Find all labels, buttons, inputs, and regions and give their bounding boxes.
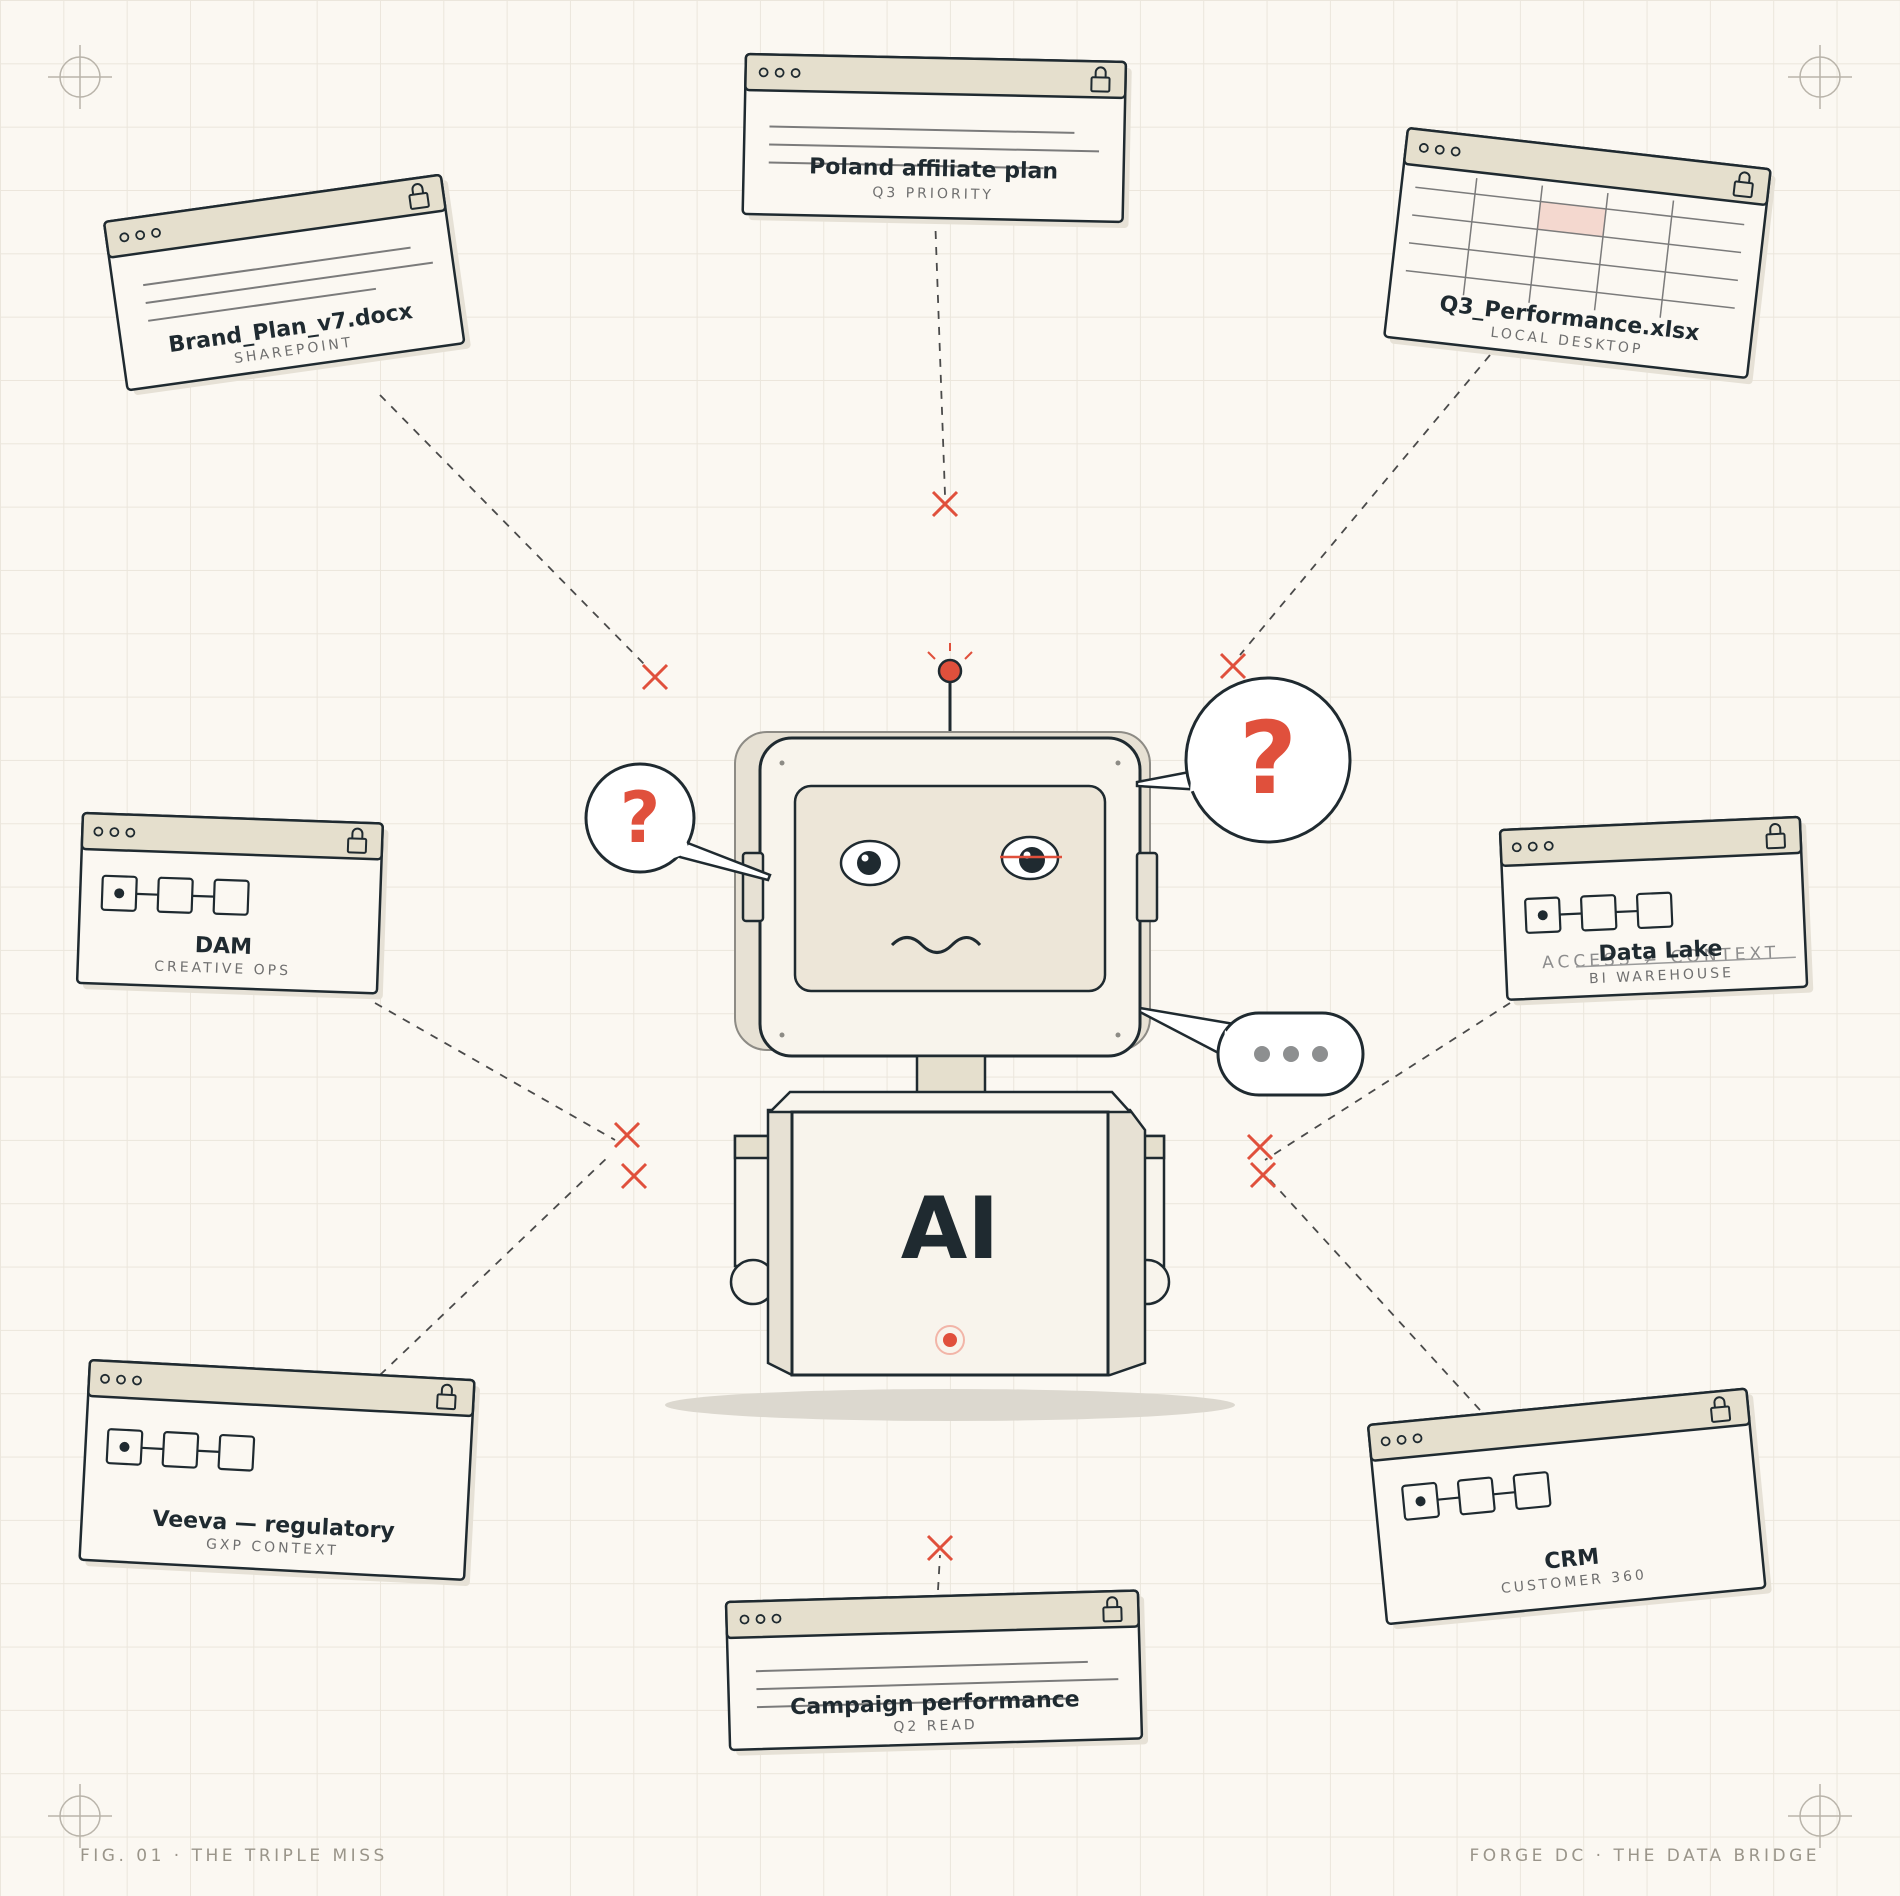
question-mark-icon: ?: [1239, 700, 1297, 817]
corner-crosshair-bottom-right: [1787, 1783, 1853, 1849]
connector-q3-performance: [1239, 354, 1491, 656]
card-campaign[interactable]: Campaign performance Q2 READ: [724, 1589, 1149, 1756]
connector-veeva: [379, 1154, 611, 1376]
card-subtitle: Q2 READ: [893, 1717, 978, 1735]
robot-body: [790, 1110, 1110, 1377]
broken-connection-x-icon: [1249, 1161, 1277, 1189]
question-mark-icon: ?: [620, 777, 661, 859]
robot-eye-left: [839, 839, 901, 887]
robot-ear-left: [741, 851, 765, 923]
robot-status-ring: [935, 1325, 965, 1355]
broken-connection-x-icon: [1246, 1133, 1274, 1161]
connector-crm: [1269, 1179, 1481, 1411]
card-q3-performance[interactable]: Q3_Performance.xlsx LOCAL DESKTOP: [1383, 127, 1777, 385]
card-veeva[interactable]: Veeva — regulatory GXP CONTEXT: [78, 1358, 480, 1586]
card-title: CRM: [1543, 1545, 1600, 1575]
robot-ai-label: AI: [901, 1179, 1000, 1279]
connector-dam: [374, 1002, 616, 1141]
broken-connection-x-icon: [620, 1162, 648, 1190]
footer-figure-caption: FIG. 01 · THE TRIPLE MISS: [80, 1846, 388, 1866]
connector-data-lake: [1264, 1002, 1511, 1161]
robot-wavy-mouth: [890, 936, 982, 954]
bubble-right-question: ?: [1135, 676, 1352, 844]
robot-status-light: [943, 1333, 957, 1347]
connector-lines: [374, 214, 1511, 1591]
broken-connection-x-icon: [613, 1121, 641, 1149]
corner-crosshair-bottom-left: [47, 1783, 113, 1849]
ellipsis-icon: [1254, 1046, 1328, 1062]
broken-connection-x-icon: [641, 663, 669, 691]
card-title: Data Lake: [1598, 936, 1723, 966]
card-poland-plan[interactable]: Poland affiliate plan Q3 PRIORITY: [741, 52, 1132, 228]
spreadsheet-grid: [1405, 178, 1745, 318]
footer-brand-caption: FORGE DC · THE DATA BRIDGE: [1469, 1846, 1820, 1866]
corner-crosshair-top-right: [1787, 44, 1853, 110]
card-subtitle: GXP CONTEXT: [206, 1536, 340, 1559]
robot-screen: [793, 784, 1107, 993]
connector-campaign: [937, 1554, 941, 1591]
card-data-lake[interactable]: ACCESS ≠ CONTEXT Data Lake BI WAREHOUSE: [1498, 815, 1814, 1006]
card-title: Poland affiliate plan: [809, 154, 1058, 184]
connector-poland-plan: [934, 214, 946, 496]
card-title: DAM: [194, 933, 252, 960]
ai-robot: AI: [665, 643, 1235, 1421]
card-brand-plan[interactable]: Brand_Plan_v7.docx SHAREPOINT: [103, 173, 471, 396]
bubble-thinking: [1138, 1006, 1365, 1097]
robot-ear-right: [1135, 851, 1159, 923]
card-subtitle: CREATIVE OPS: [154, 959, 291, 980]
card-subtitle: Q3 PRIORITY: [872, 185, 994, 204]
corner-crosshair-top-left: [47, 44, 113, 110]
robot-eye-right: [1000, 835, 1062, 881]
connector-brand-plan: [379, 394, 646, 666]
card-dam[interactable]: DAM CREATIVE OPS: [75, 811, 389, 1000]
antenna: [927, 643, 973, 742]
robot-body-top: [766, 1090, 1133, 1114]
broken-connection-x-icon: [931, 490, 959, 518]
robot-shadow: [665, 1389, 1235, 1421]
card-crm[interactable]: CRM CUSTOMER 360: [1367, 1387, 1772, 1630]
broken-connection-x-icon: [1219, 652, 1247, 680]
bubble-left-question: ?: [584, 762, 772, 882]
card-subtitle: BI WAREHOUSE: [1589, 965, 1734, 987]
